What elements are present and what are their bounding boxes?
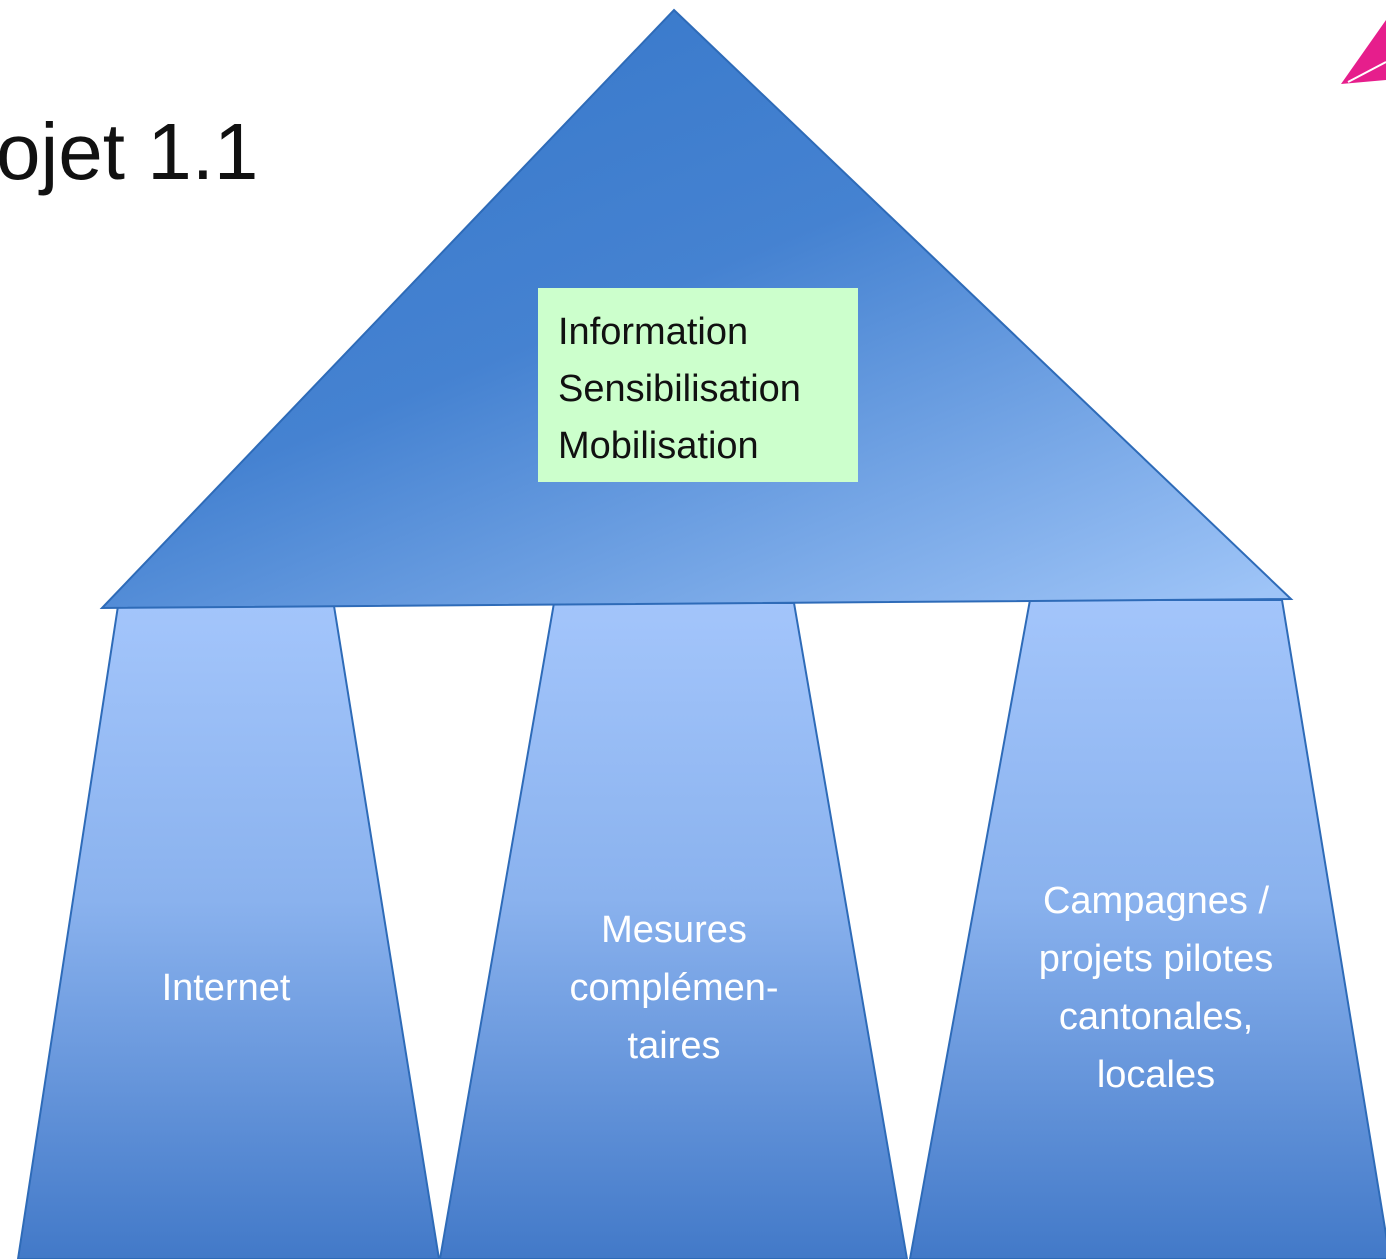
pillar-mesures-line-3: taires	[627, 1025, 721, 1067]
roof-line-mobilisation: Mobilisation	[558, 425, 759, 467]
logo-accent-icon	[1347, 61, 1386, 83]
pillar-campagnes-line-4: locales	[1096, 1054, 1216, 1096]
pillar-mesures-line-2: complémen-	[569, 967, 779, 1009]
pillar-label-campagnes: Campagnes / projets pilotes cantonales, …	[996, 872, 1316, 1104]
roof-line-information: Information	[558, 311, 749, 353]
pillar-campagnes-line-2: projets pilotes	[1038, 938, 1274, 980]
pillar-label-internet: Internet	[101, 959, 351, 1017]
pillar-internet	[16, 605, 441, 1259]
pillar-label-mesures: Mesures complémen- taires	[524, 901, 824, 1075]
pillar-campagnes-line-3: cantonales,	[1058, 996, 1254, 1038]
pillar-mesures-line-1: Mesures	[601, 909, 747, 951]
roof-label-box: Information Sensibilisation Mobilisation	[538, 288, 858, 482]
pillar-internet-line: Internet	[161, 967, 291, 1009]
slide-title: ojet 1.1	[0, 107, 259, 196]
roof-line-sensibilisation: Sensibilisation	[558, 368, 801, 410]
pillar-campagnes-line-1: Campagnes /	[1042, 880, 1269, 922]
